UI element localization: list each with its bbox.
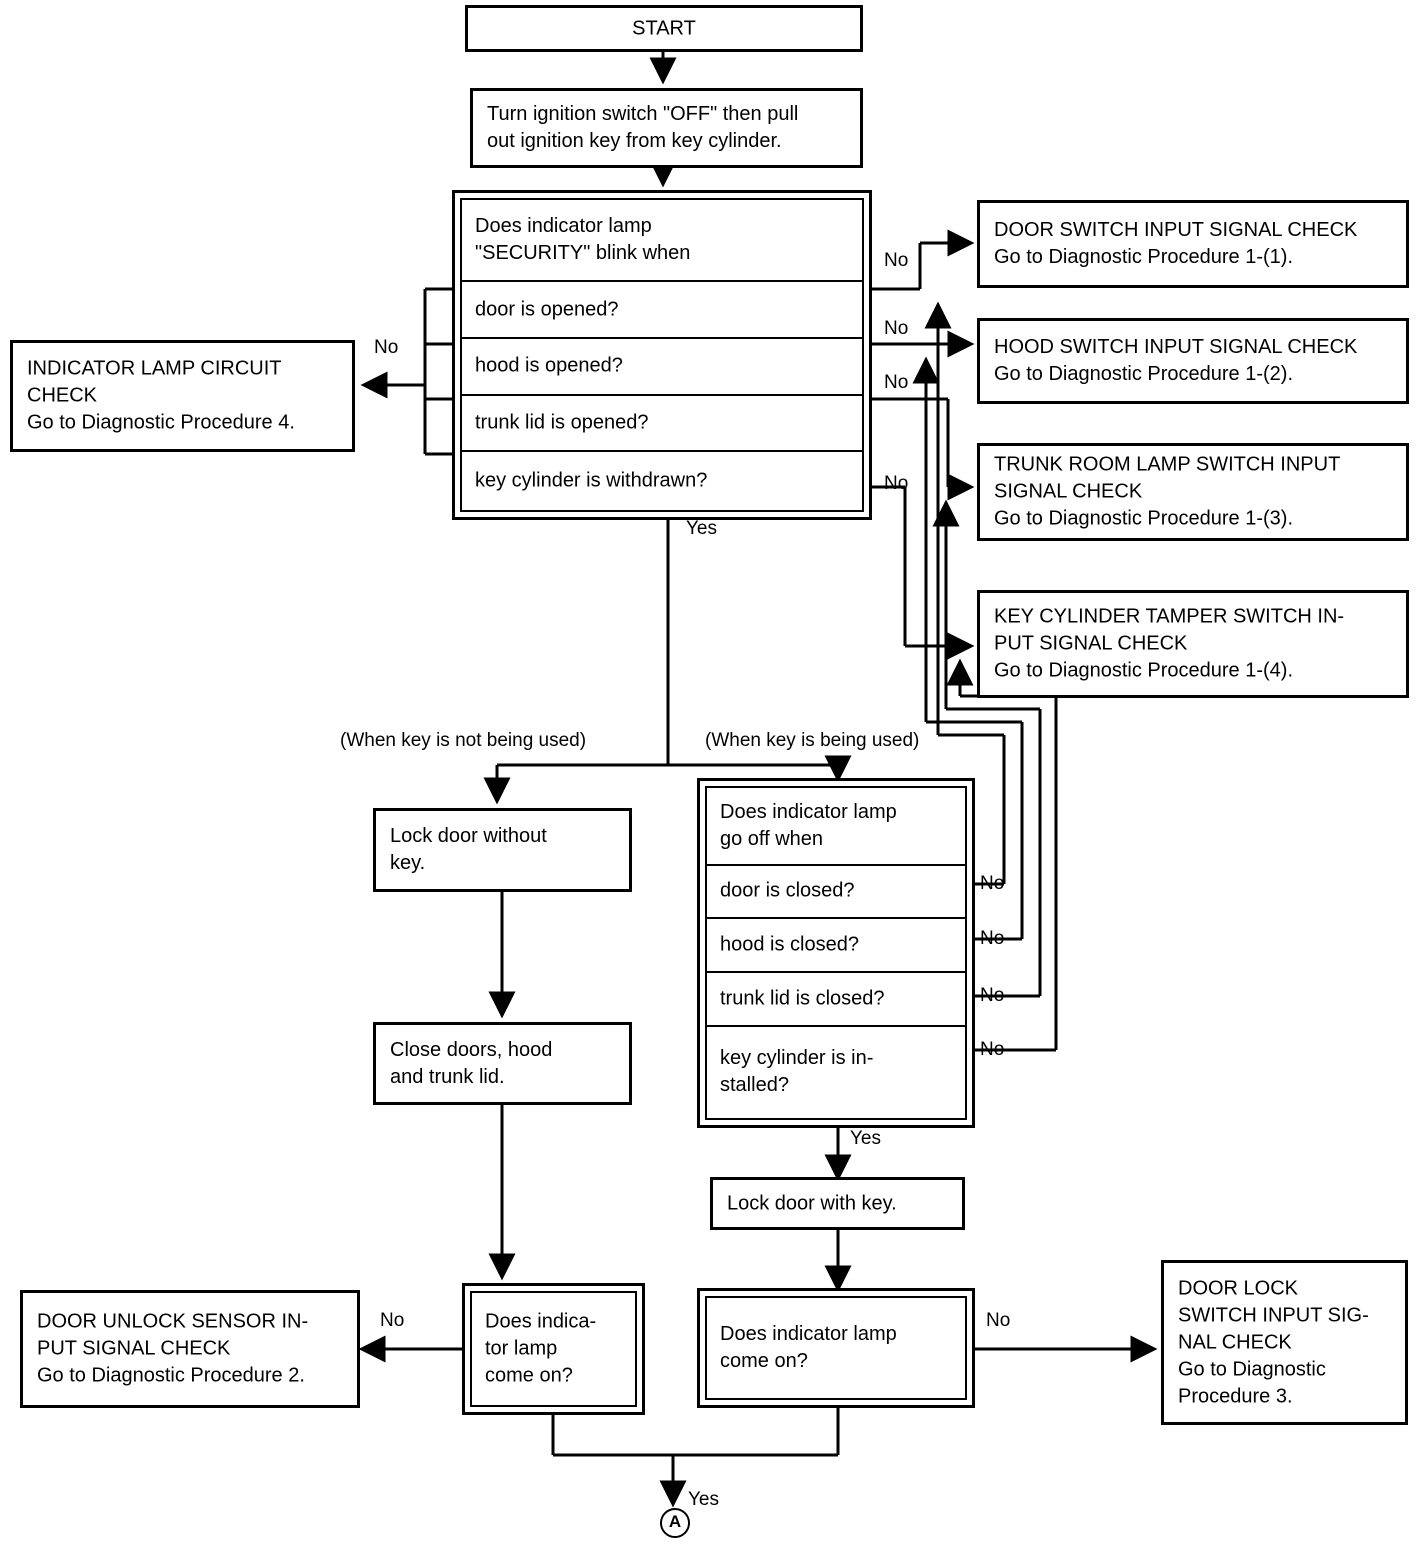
decision-blink-row-hood-text: hood is opened? [475,354,623,377]
node-start: START [465,5,863,52]
connector-a: A [660,1508,690,1538]
node-door-lock-switch-check-text: DOOR LOCK SWITCH INPUT SIG- NAL CHECK Go… [1178,1277,1369,1407]
node-lock-door-with-key-text: Lock door with key. [727,1192,897,1214]
label-gooff-no-1: No [980,873,1005,894]
node-hood-switch-check-text: HOOD SWITCH INPUT SIGNAL CHECK Go to Dia… [994,336,1358,385]
label-lamp-on-left-no: No [380,1310,405,1331]
node-lock-door-without-key: Lock door without key. [373,808,632,892]
decision-gooff-row-trunk-text: trunk lid is closed? [720,987,885,1010]
node-door-unlock-sensor-check: DOOR UNLOCK SENSOR IN- PUT SIGNAL CHECK … [20,1290,360,1408]
decision-gooff-row-hood-text: hood is closed? [720,933,859,956]
label-gooff-yes: Yes [850,1128,881,1149]
node-lock-door-without-key-text: Lock door without key. [390,825,547,874]
decision-blink-row-door-text: door is opened? [475,298,619,320]
decision-lamp-on-left: Does indica- tor lamp come on? [462,1283,645,1415]
node-turn-ignition: Turn ignition switch "OFF" then pull out… [470,88,863,168]
decision-lamp-on-right-text: Does indicator lamp come on? [720,1323,897,1372]
label-branch-no-key: (When key is not being used) [340,730,587,751]
decision-gooff-inner: Does indicator lamp go off when door is … [705,786,967,1120]
label-blink-no-4: No [884,473,909,494]
decision-gooff-header-text: Does indicator lamp go off when [720,800,897,850]
node-door-unlock-sensor-check-text: DOOR UNLOCK SENSOR IN- PUT SIGNAL CHECK … [37,1310,309,1387]
label-gooff-no-3: No [980,985,1005,1006]
decision-gooff: Does indicator lamp go off when door is … [697,778,975,1128]
node-door-lock-switch-check: DOOR LOCK SWITCH INPUT SIG- NAL CHECK Go… [1161,1260,1408,1425]
decision-gooff-row-door-text: door is closed? [720,879,855,902]
label-blink-no-3: No [884,372,909,393]
label-blink-yes: Yes [686,518,717,539]
decision-blink-row-trunk: trunk lid is opened? [462,396,862,453]
node-key-cylinder-tamper-check-text: KEY CYLINDER TAMPER SWITCH IN- PUT SIGNA… [994,605,1345,682]
node-close-doors-text: Close doors, hood and trunk lid. [390,1038,553,1088]
node-trunk-room-lamp-check-text: TRUNK ROOM LAMP SWITCH INPUT SIGNAL CHEC… [994,453,1341,530]
decision-gooff-row-key-text: key cylinder is in- stalled? [720,1047,874,1097]
decision-lamp-on-left-text: Does indica- tor lamp come on? [485,1310,597,1387]
label-blink-left-no: No [374,337,399,358]
decision-blink-row-door: door is opened? [462,282,862,339]
label-lamp-on-right-no: No [986,1310,1011,1331]
decision-gooff-row-door: door is closed? [707,866,965,920]
node-key-cylinder-tamper-check: KEY CYLINDER TAMPER SWITCH IN- PUT SIGNA… [977,590,1409,698]
decision-blink: Does indicator lamp "SECURITY" blink whe… [452,190,872,520]
decision-gooff-row-trunk: trunk lid is closed? [707,973,965,1027]
node-door-switch-check-text: DOOR SWITCH INPUT SIGNAL CHECK Go to Dia… [994,219,1358,268]
decision-gooff-row-hood: hood is closed? [707,919,965,974]
node-door-switch-check: DOOR SWITCH INPUT SIGNAL CHECK Go to Dia… [977,200,1409,288]
decision-gooff-row-key: key cylinder is in- stalled? [707,1027,965,1118]
decision-gooff-header: Does indicator lamp go off when [707,788,965,866]
node-start-text: START [632,17,696,39]
label-bottom-yes: Yes [688,1489,719,1510]
node-indicator-lamp-circuit-check-text: INDICATOR LAMP CIRCUIT CHECK Go to Diagn… [27,357,295,434]
node-close-doors: Close doors, hood and trunk lid. [373,1022,632,1105]
label-gooff-no-4: No [980,1039,1005,1060]
node-hood-switch-check: HOOD SWITCH INPUT SIGNAL CHECK Go to Dia… [977,318,1409,404]
decision-lamp-on-left-inner: Does indica- tor lamp come on? [470,1291,637,1407]
decision-lamp-on-right-inner: Does indicator lamp come on? [705,1296,967,1400]
node-turn-ignition-text: Turn ignition switch "OFF" then pull out… [487,103,799,152]
decision-blink-header-text: Does indicator lamp "SECURITY" blink whe… [475,215,691,265]
decision-lamp-on-right: Does indicator lamp come on? [697,1288,975,1408]
label-branch-with-key: (When key is being used) [705,730,920,751]
decision-blink-inner: Does indicator lamp "SECURITY" blink whe… [460,198,864,512]
decision-blink-header: Does indicator lamp "SECURITY" blink whe… [462,200,862,283]
label-blink-no-2: No [884,318,909,339]
node-trunk-room-lamp-check: TRUNK ROOM LAMP SWITCH INPUT SIGNAL CHEC… [977,443,1409,541]
node-lock-door-with-key: Lock door with key. [710,1177,965,1230]
decision-blink-row-trunk-text: trunk lid is opened? [475,411,649,434]
label-blink-no-1: No [884,250,909,271]
decision-blink-row-key-text: key cylinder is withdrawn? [475,469,708,492]
node-indicator-lamp-circuit-check: INDICATOR LAMP CIRCUIT CHECK Go to Diagn… [10,340,355,452]
label-gooff-no-2: No [980,928,1005,949]
decision-blink-row-hood: hood is opened? [462,339,862,396]
decision-blink-row-key: key cylinder is withdrawn? [462,452,862,510]
